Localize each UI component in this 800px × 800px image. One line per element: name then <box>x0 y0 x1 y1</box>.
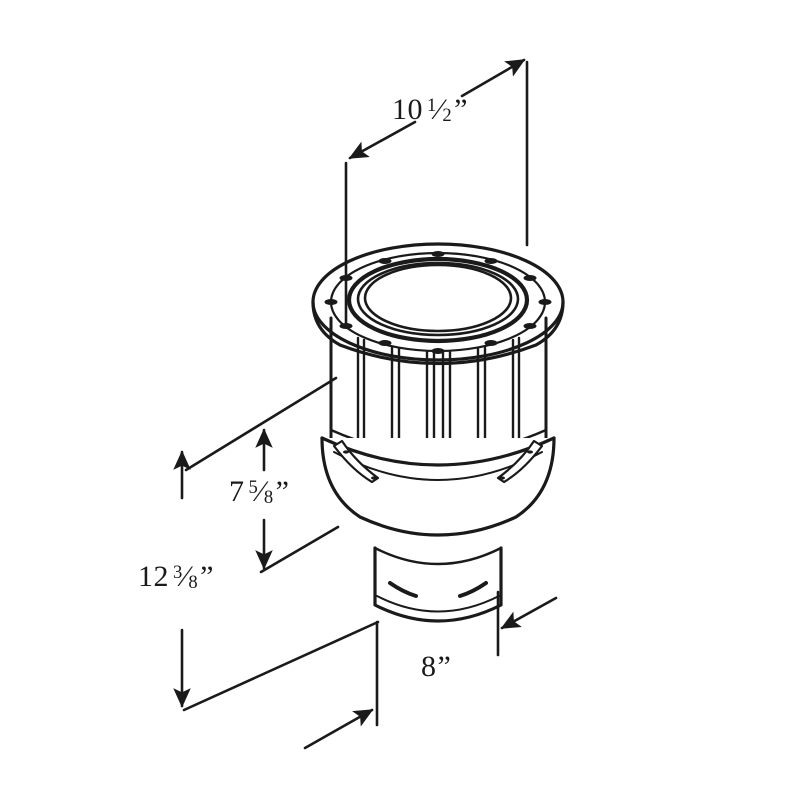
dim-arrow-left <box>348 120 417 160</box>
fraction-solidus: ⁄ <box>436 93 443 126</box>
dim-arrow-left <box>303 708 374 750</box>
extension-line-lower <box>182 620 380 712</box>
fraction-solidus: ⁄ <box>182 560 189 593</box>
bolt-hole <box>378 258 392 264</box>
extension-line-lower <box>259 525 340 574</box>
bolt-hole <box>484 258 498 264</box>
bolt-hole <box>523 275 537 281</box>
gusset-bolt <box>343 450 349 454</box>
bolt-hole <box>324 299 338 305</box>
dimension-fraction: 5⁄8 <box>248 475 274 509</box>
flange-bore-opening <box>363 263 513 333</box>
dimension-overall-height <box>173 450 380 712</box>
bolt-hole <box>523 323 537 329</box>
dimension-whole-number: 10 <box>392 93 423 126</box>
inch-mark: ” <box>275 475 290 508</box>
inch-mark: ” <box>437 650 452 683</box>
bolt-hole <box>538 299 552 305</box>
bolt-hole <box>484 340 498 346</box>
stub-slot-set <box>388 581 488 598</box>
dimension-whole-number: 8 <box>421 650 437 683</box>
inch-mark: ” <box>200 560 214 593</box>
collar-top-edge <box>320 436 556 467</box>
outlet-stub-group <box>373 546 503 623</box>
stub-body <box>373 546 503 623</box>
inch-mark: ” <box>454 93 468 126</box>
dimension-fraction: 1⁄2 <box>427 93 453 127</box>
fraction-denominator: 8 <box>188 572 199 594</box>
dimension-fraction: 3⁄8 <box>173 560 199 594</box>
top-flange-group <box>311 242 565 366</box>
fraction-solidus: ⁄ <box>258 475 264 508</box>
flange-thickness-edge <box>311 300 565 366</box>
dimension-whole-number: 7 <box>229 475 245 508</box>
stub-slot <box>388 581 418 598</box>
fraction-numerator: 1 <box>427 95 437 117</box>
fraction-denominator: 2 <box>442 105 453 127</box>
fraction-numerator: 3 <box>173 562 183 584</box>
bolt-hole <box>431 251 445 257</box>
stub-top-edge <box>373 546 503 566</box>
dim-arrow-right <box>500 596 558 630</box>
dimension-label-outlet-diameter: 8” <box>421 652 451 682</box>
gusset-bolt <box>371 476 377 480</box>
dim-arrow-right <box>460 58 526 98</box>
stub-slot <box>458 581 488 598</box>
collar-outer-body <box>320 436 556 537</box>
gusset-bolt <box>527 450 533 454</box>
bolt-hole <box>378 340 392 346</box>
dimension-body-height <box>184 376 340 574</box>
extension-line-upper <box>184 376 338 472</box>
fraction-numerator: 5 <box>248 477 259 499</box>
dimension-whole-number: 12 <box>138 560 169 593</box>
dimension-outlet-diameter <box>303 590 558 750</box>
fraction-denominator: 8 <box>263 487 274 509</box>
dimension-top-diameter <box>344 58 529 327</box>
lower-collar-group <box>320 436 556 537</box>
stub-bottom-inner-edge <box>376 595 500 613</box>
gusset-bolt <box>499 476 505 480</box>
